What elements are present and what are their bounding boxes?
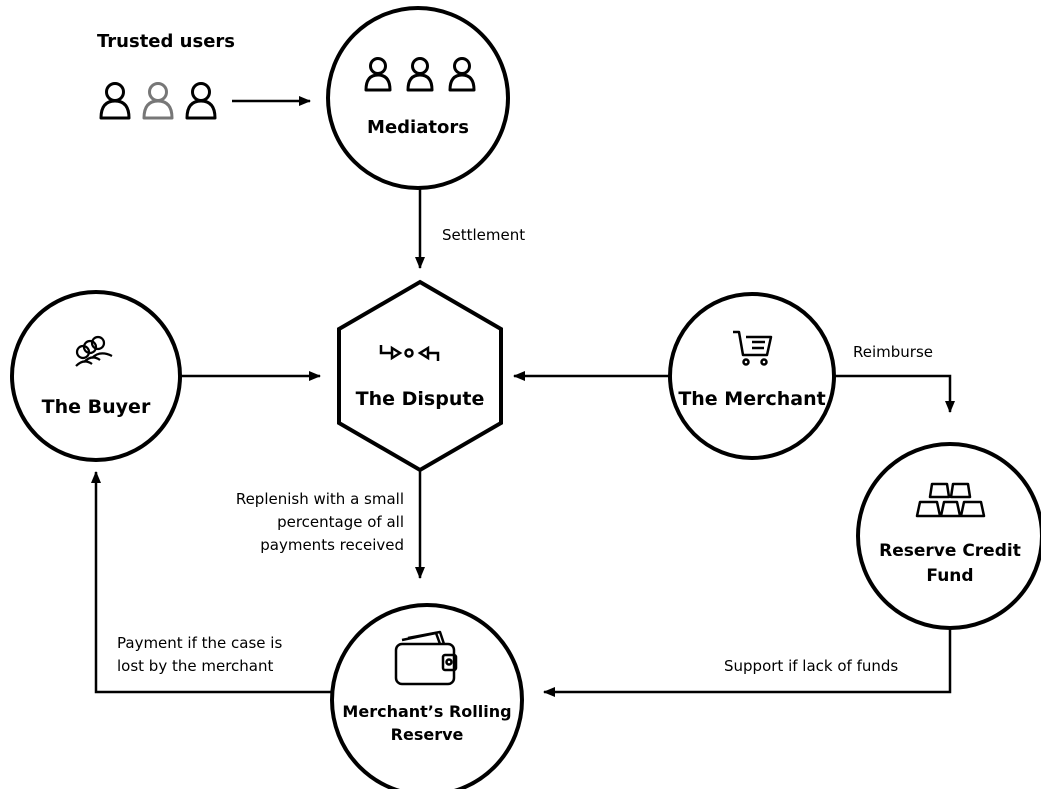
payment-label-line1: Payment if the case is [117, 634, 283, 652]
shopping-cart-icon [733, 330, 773, 366]
merchant-node [668, 292, 836, 460]
arrow-rolling-reserve-to-buyer [91, 471, 331, 694]
dispute-title: The Dispute [355, 388, 485, 410]
payment-label-line2: lost by the merchant [117, 657, 274, 675]
rolling-reserve-title-line2: Reserve [390, 725, 464, 744]
reserve-fund-node [856, 442, 1041, 630]
replenish-label-line1: Replenish with a small [235, 490, 404, 508]
wallet-icon [394, 630, 458, 686]
replenish-label-line3: payments received [260, 536, 404, 554]
replenish-label-line2: percentage of all [277, 513, 404, 531]
mediators-title: Mediators [367, 117, 469, 138]
rolling-reserve-node [330, 603, 524, 789]
trusted-users-icon [99, 82, 217, 120]
rolling-reserve-title-line1: Merchant’s Rolling [342, 702, 512, 721]
arrow-merchant-to-reserve-fund [832, 374, 955, 413]
gold-bars-icon [915, 482, 986, 518]
trusted-users-label: Trusted users [97, 31, 235, 52]
buyer-node [10, 290, 182, 462]
group-icon [75, 335, 113, 367]
dispute-node [337, 279, 503, 473]
reserve-fund-title-line2: Fund [926, 566, 974, 586]
merchant-title: The Merchant [678, 388, 826, 410]
buyer-title: The Buyer [41, 396, 151, 418]
three-users-icon [364, 57, 476, 92]
reserve-fund-title-line1: Reserve Credit [879, 541, 1021, 561]
settlement-label: Settlement [442, 226, 526, 244]
reimburse-label: Reimburse [853, 343, 933, 361]
arrow-reserve-fund-to-rolling-reserve [543, 628, 952, 697]
exchange-arrows-icon [379, 345, 440, 361]
mediators-node [326, 6, 510, 190]
support-label: Support if lack of funds [724, 657, 899, 675]
